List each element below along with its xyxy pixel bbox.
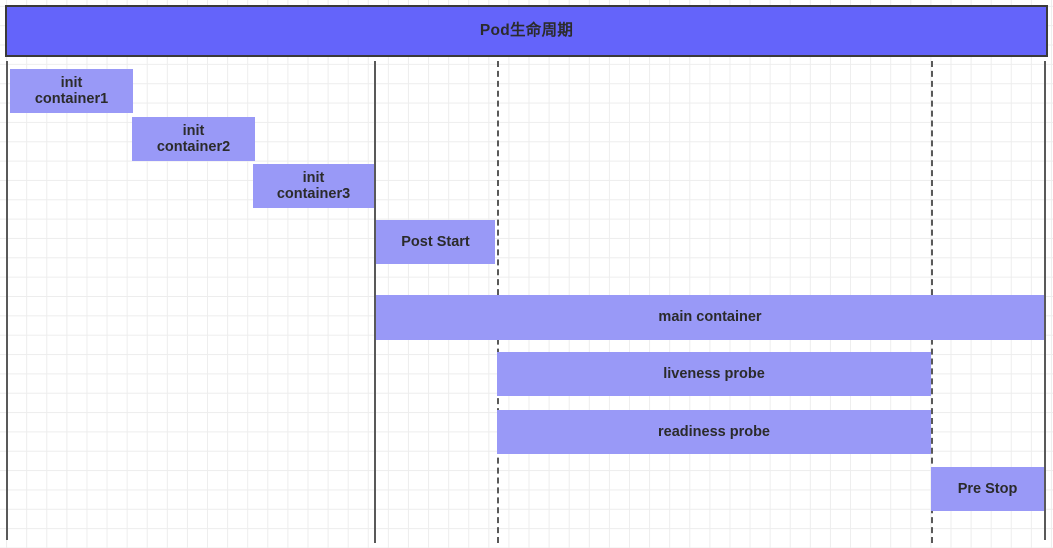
phase-bar-liveness-probe[interactable]: liveness probe [497,352,931,396]
diagram-title-banner: Pod生命周期 [5,5,1048,57]
rule-line-right-boundary [1044,61,1046,540]
phase-bar-init-container-3[interactable]: init container3 [253,164,374,208]
phase-bar-readiness-probe[interactable]: readiness probe [497,410,931,454]
phase-bar-pre-stop[interactable]: Pre Stop [931,467,1044,511]
rule-line-left-boundary [6,61,8,540]
phase-bar-main-container[interactable]: main container [376,295,1044,340]
phase-bar-init-container-1[interactable]: init container1 [10,69,133,113]
rule-line-init-phase-end [374,61,376,543]
phase-bar-post-start[interactable]: Post Start [376,220,495,264]
page-title: Pod生命周期 [479,22,574,40]
phase-bar-init-container-2[interactable]: init container2 [132,117,255,161]
